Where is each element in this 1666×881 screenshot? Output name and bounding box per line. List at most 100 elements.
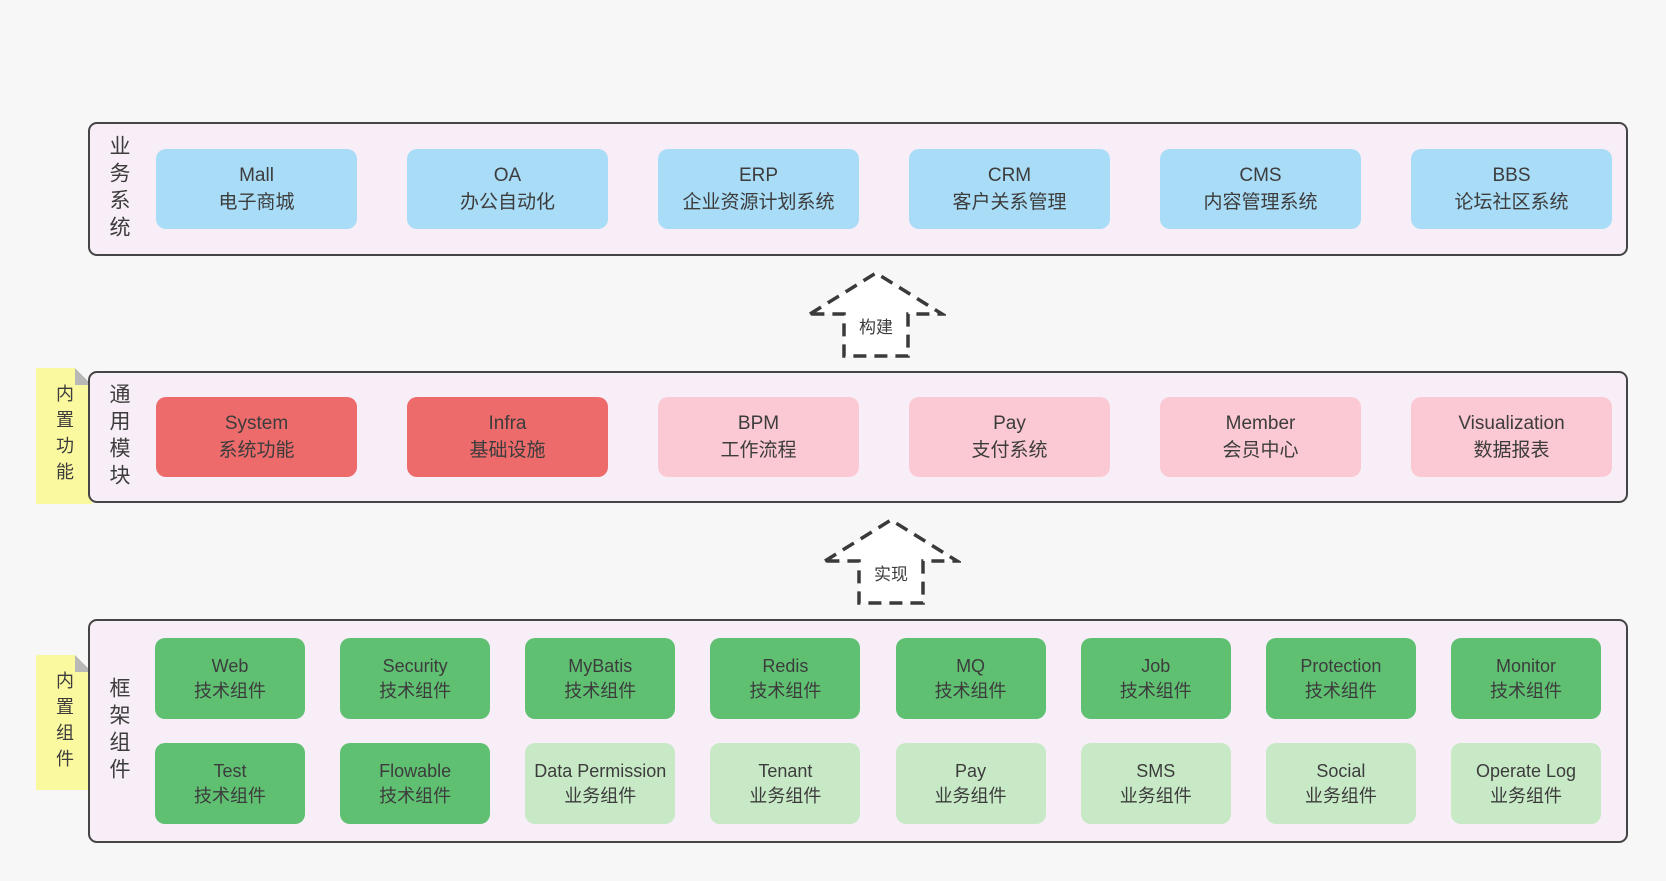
sticky-note-label: 内置功能	[54, 384, 74, 488]
box-operate-log: Operate Log 业务组件	[1450, 743, 1601, 824]
box-subtitle: 技术组件	[194, 785, 266, 806]
box-subtitle: 工作流程	[720, 440, 797, 461]
box-title: Job	[1141, 655, 1171, 676]
box-title: Web	[211, 655, 249, 676]
box-title: OA	[493, 165, 522, 186]
box-subtitle: 数据报表	[1473, 440, 1550, 461]
box-mall: Mall 电子商城	[156, 149, 357, 229]
box-mybatis: MyBatis 技术组件	[525, 638, 676, 719]
sticky-note-built-in-components: 内置组件	[36, 655, 92, 790]
box-title: Pay	[993, 413, 1026, 434]
box-job: Job 技术组件	[1080, 638, 1231, 719]
band-framework-components: 框架组件 Web 技术组件 Security 技术组件 MyBatis 技术组件…	[88, 619, 1628, 843]
arrow-label: 实现	[871, 560, 911, 585]
box-subtitle: 业务组件	[934, 785, 1007, 806]
box-visualization: Visualization 数据报表	[1411, 397, 1612, 477]
box-test: Test 技术组件	[155, 743, 305, 824]
box-tenant: Tenant 业务组件	[710, 743, 861, 824]
box-title: ERP	[738, 165, 779, 186]
box-title: Security	[382, 655, 448, 676]
band-boxes: Web 技术组件 Security 技术组件 MyBatis 技术组件 Redi…	[146, 621, 1626, 841]
box-bbs: BBS 论坛社区系统	[1411, 149, 1612, 229]
box-redis: Redis 技术组件	[710, 638, 861, 719]
box-subtitle: 技术组件	[194, 680, 266, 701]
box-crm: CRM 客户关系管理	[909, 149, 1110, 229]
box-title: Test	[213, 760, 247, 781]
band-business-systems: 业务系统 Mall 电子商城 OA 办公自动化 ERP 企业资源计划系统 CRM…	[88, 122, 1628, 256]
box-subtitle: 企业资源计划系统	[682, 192, 835, 213]
box-subtitle: 电子商城	[218, 192, 295, 213]
box-subtitle: 技术组件	[564, 680, 637, 701]
box-flowable: Flowable 技术组件	[340, 743, 491, 824]
box-sms: SMS 业务组件	[1080, 743, 1231, 824]
box-system: System 系统功能	[156, 397, 357, 477]
sticky-note-built-in-features: 内置功能	[36, 368, 92, 504]
box-title: SMS	[1136, 760, 1176, 781]
box-cms: CMS 内容管理系统	[1160, 149, 1361, 229]
box-title: Redis	[762, 655, 809, 676]
box-subtitle: 业务组件	[1119, 785, 1192, 806]
box-subtitle: 业务组件	[1304, 785, 1377, 806]
box-title: Protection	[1300, 655, 1382, 676]
box-subtitle: 内容管理系统	[1203, 192, 1318, 213]
box-title: Infra	[488, 413, 527, 434]
box-infra: Infra 基础设施	[407, 397, 608, 477]
box-subtitle: 技术组件	[749, 680, 822, 701]
box-subtitle: 技术组件	[1489, 680, 1562, 701]
box-title: Visualization	[1458, 413, 1565, 434]
box-subtitle: 支付系统	[971, 440, 1048, 461]
box-subtitle: 基础设施	[469, 440, 546, 461]
box-title: Monitor	[1495, 655, 1556, 676]
band-boxes: System 系统功能 Infra 基础设施 BPM 工作流程 Pay 支付系统…	[146, 373, 1626, 501]
band-common-modules: 通用模块 System 系统功能 Infra 基础设施 BPM 工作流程 Pay…	[88, 371, 1628, 503]
box-monitor: Monitor 技术组件	[1450, 638, 1601, 719]
box-subtitle: 技术组件	[1119, 680, 1192, 701]
box-title: Data Permission	[534, 760, 667, 781]
box-subtitle: 技术组件	[934, 680, 1007, 701]
box-title: Member	[1225, 413, 1296, 434]
box-social: Social 业务组件	[1265, 743, 1416, 824]
band-boxes: Mall 电子商城 OA 办公自动化 ERP 企业资源计划系统 CRM 客户关系…	[146, 124, 1626, 254]
arrow-build: 构建	[806, 269, 946, 359]
box-subtitle: 论坛社区系统	[1454, 192, 1569, 213]
box-subtitle: 办公自动化	[459, 192, 555, 213]
band-title: 框架组件	[90, 621, 146, 841]
band-title: 通用模块	[90, 373, 146, 501]
box-subtitle: 技术组件	[1304, 680, 1377, 701]
box-subtitle: 技术组件	[379, 785, 452, 806]
box-title: Mall	[239, 165, 274, 186]
box-title: CRM	[987, 165, 1032, 186]
sticky-note-label: 内置组件	[54, 670, 74, 775]
box-security: Security 技术组件	[340, 638, 491, 719]
box-title: CMS	[1239, 165, 1282, 186]
box-oa: OA 办公自动化	[407, 149, 608, 229]
box-protection: Protection 技术组件	[1265, 638, 1416, 719]
box-title: Tenant	[758, 760, 813, 781]
box-subtitle: 会员中心	[1222, 440, 1299, 461]
box-bpm: BPM 工作流程	[658, 397, 859, 477]
box-title: System	[224, 413, 289, 434]
box-title: MyBatis	[568, 655, 633, 676]
box-subtitle: 业务组件	[564, 785, 637, 806]
box-subtitle: 业务组件	[749, 785, 822, 806]
box-data-permission: Data Permission 业务组件	[525, 743, 676, 824]
box-title: Pay	[955, 760, 987, 781]
box-subtitle: 系统功能	[218, 440, 295, 461]
box-title: Operate Log	[1475, 760, 1577, 781]
box-subtitle: 技术组件	[379, 680, 452, 701]
box-subtitle: 业务组件	[1489, 785, 1562, 806]
box-title: BBS	[1492, 165, 1531, 186]
box-pay-component: Pay 业务组件	[895, 743, 1046, 824]
box-subtitle: 客户关系管理	[952, 192, 1067, 213]
box-title: Flowable	[379, 760, 452, 781]
band-title: 业务系统	[90, 124, 146, 254]
band-title-text: 框架组件	[107, 677, 130, 785]
band-title-text: 通用模块	[107, 383, 130, 491]
box-member: Member 会员中心	[1160, 397, 1361, 477]
box-web: Web 技术组件	[155, 638, 305, 719]
arrow-implement: 实现	[821, 516, 961, 606]
arrow-label: 构建	[856, 313, 896, 338]
box-erp: ERP 企业资源计划系统	[658, 149, 859, 229]
box-mq: MQ 技术组件	[895, 638, 1046, 719]
